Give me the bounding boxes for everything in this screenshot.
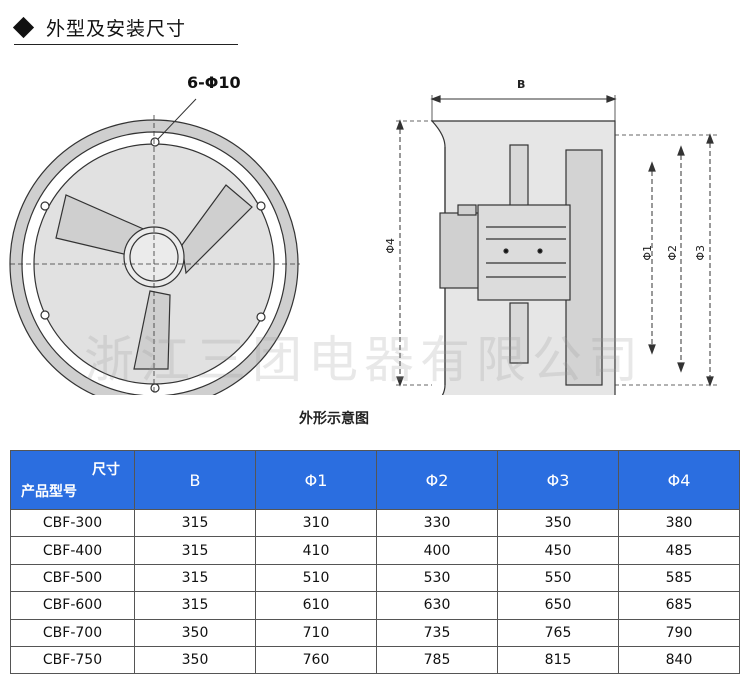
table-corner-cell: 尺寸 产品型号 [10,450,135,510]
value-cell: 550 [497,563,619,593]
value-cell: 410 [255,536,377,565]
value-cell: 710 [255,618,377,647]
model-cell: CBF-300 [10,508,135,538]
column-header: Φ2 [376,450,498,510]
value-cell: 840 [618,645,740,675]
column-header: Φ1 [255,450,377,510]
value-cell: 630 [376,591,498,620]
value-cell: 315 [134,508,256,538]
fan-drawing-svg [9,95,718,395]
dimension-d4-label: Φ4 [384,238,397,254]
column-header: Φ4 [618,450,740,510]
dimension-b-label: B [517,78,526,91]
mounting-holes-label: 6-Φ10 [187,73,241,92]
dimension-d2-label: Φ2 [666,245,679,261]
drawing-caption: 外形示意图 [299,411,369,427]
value-cell: 450 [497,536,619,565]
value-cell: 510 [255,563,377,593]
section-title: 外型及安装尺寸 [46,18,187,40]
model-cell: CBF-750 [10,645,135,675]
value-cell: 350 [134,645,256,675]
value-cell: 315 [134,536,256,565]
side-view [396,95,718,395]
column-header: B [134,450,256,510]
dimension-d1-label: Φ1 [641,245,654,261]
value-cell: 790 [618,618,740,647]
front-view [9,98,300,395]
section-header: 外型及安装尺寸 [12,8,240,48]
value-cell: 315 [134,591,256,620]
value-cell: 310 [255,508,377,538]
value-cell: 330 [376,508,498,538]
value-cell: 760 [255,645,377,675]
header-underline [14,44,238,45]
value-cell: 400 [376,536,498,565]
model-cell: CBF-600 [10,591,135,620]
value-cell: 685 [618,591,740,620]
value-cell: 610 [255,591,377,620]
corner-dimension-label: 尺寸 [92,462,120,478]
value-cell: 650 [497,591,619,620]
value-cell: 765 [497,618,619,647]
value-cell: 485 [618,536,740,565]
value-cell: 815 [497,645,619,675]
table-header-row: 尺寸 产品型号 B Φ1 Φ2 Φ3 Φ4 [10,450,740,510]
value-cell: 530 [376,563,498,593]
dimension-d3-label: Φ3 [694,245,707,261]
value-cell: 350 [497,508,619,538]
value-cell: 350 [134,618,256,647]
value-cell: 585 [618,563,740,593]
value-cell: 380 [618,508,740,538]
value-cell: 315 [134,563,256,593]
corner-model-label: 产品型号 [21,484,77,500]
model-cell: CBF-500 [10,563,135,593]
model-cell: CBF-400 [10,536,135,565]
value-cell: 735 [376,618,498,647]
value-cell: 785 [376,645,498,675]
fan-drawing: 6-Φ10 B Φ4 Φ1 Φ2 Φ3 [0,55,749,395]
column-header: Φ3 [497,450,619,510]
model-cell: CBF-700 [10,618,135,647]
diamond-icon [12,16,35,39]
